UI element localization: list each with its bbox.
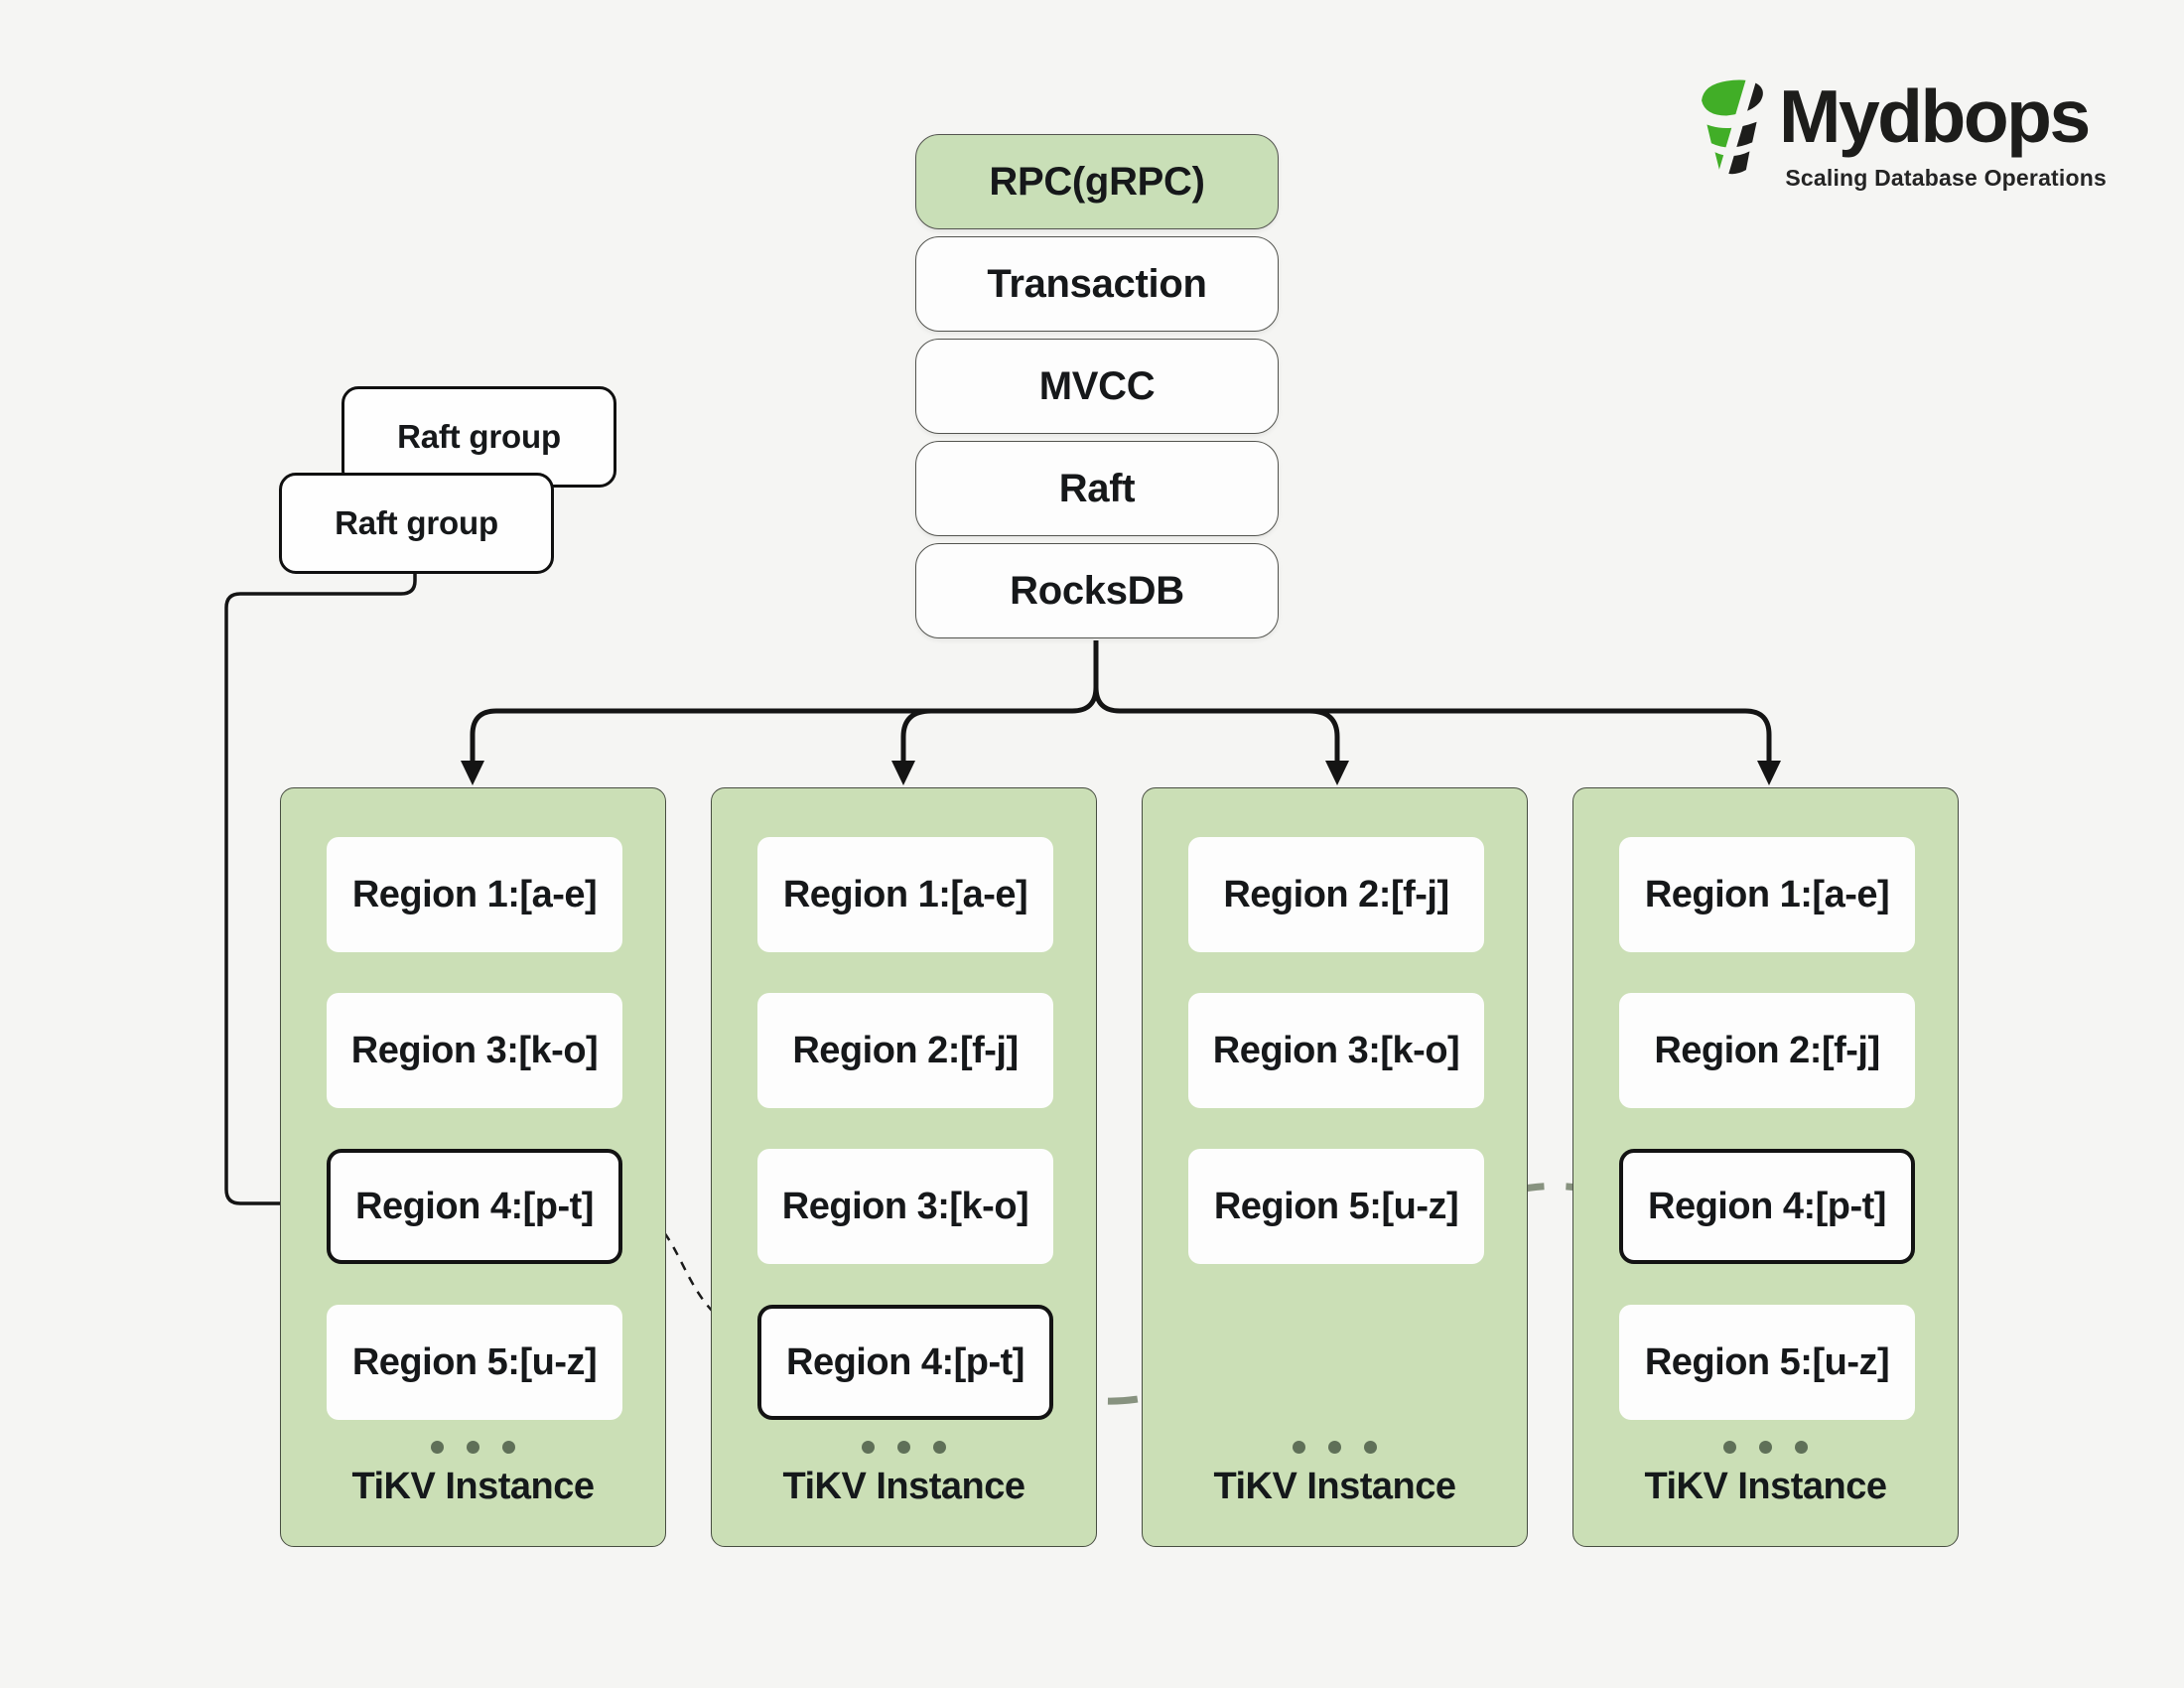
region-box: Region 1:[a-e] (327, 837, 622, 952)
raft-group-box-front: Raft group (279, 473, 554, 574)
region-box: Region 2:[f-j] (1188, 837, 1484, 952)
arrowhead-instance-3 (1325, 761, 1349, 785)
region-box: Region 2:[f-j] (1619, 993, 1915, 1108)
region-box: Region 1:[a-e] (757, 837, 1053, 952)
tikv-instance-3: Region 2:[f-j] Region 3:[k-o] Region 5:[… (1142, 787, 1528, 1547)
region-box: Region 3:[k-o] (327, 993, 622, 1108)
region-box: Region 5:[u-z] (1188, 1149, 1484, 1264)
bus-connector-right (1093, 640, 1772, 765)
tikv-instance-label: TiKV Instance (1213, 1466, 1456, 1507)
region-box: Region 3:[k-o] (757, 1149, 1053, 1264)
stack-box-raft: Raft (915, 441, 1279, 536)
region-box: Region 5:[u-z] (1619, 1305, 1915, 1420)
region-box-emphasized: Region 4:[p-t] (327, 1149, 622, 1264)
logo-brand-text: Mydbops (1779, 74, 2091, 158)
stack-box-rocksdb: RocksDB (915, 543, 1279, 638)
arrowhead-instance-2 (891, 761, 915, 785)
stack-box-transaction: Transaction (915, 236, 1279, 332)
region-box: Region 1:[a-e] (1619, 837, 1915, 952)
ellipsis-dots (1143, 1440, 1527, 1454)
tikv-instance-1: Region 1:[a-e] Region 3:[k-o] Region 4:[… (280, 787, 666, 1547)
region-box: Region 5:[u-z] (327, 1305, 622, 1420)
tikv-instance-2: Region 1:[a-e] Region 2:[f-j] Region 3:[… (711, 787, 1097, 1547)
region-box: Region 2:[f-j] (757, 993, 1053, 1108)
tikv-instance-4: Region 1:[a-e] Region 2:[f-j] Region 4:[… (1572, 787, 1959, 1547)
tikv-instance-label: TiKV Instance (351, 1466, 595, 1507)
region-box-emphasized: Region 4:[p-t] (1619, 1149, 1915, 1264)
mydbops-logo: Mydbops Scaling Database Operations (1688, 58, 2144, 216)
bus-drop-instance-2 (900, 708, 932, 765)
region-box-emphasized: Region 4:[p-t] (757, 1305, 1053, 1420)
ellipsis-dots (281, 1440, 665, 1454)
arrowhead-instance-4 (1757, 761, 1781, 785)
ellipsis-dots (712, 1440, 1096, 1454)
bus-connector-left (470, 640, 1099, 765)
region-box: Region 3:[k-o] (1188, 993, 1484, 1108)
stack-box-rpc: RPC(gRPC) (915, 134, 1279, 229)
tikv-instance-label: TiKV Instance (1644, 1466, 1887, 1507)
tikv-instance-label: TiKV Instance (782, 1466, 1025, 1507)
bus-drop-instance-3 (1308, 708, 1340, 765)
logo-tagline-text: Scaling Database Operations (1785, 165, 2107, 191)
raft-group-box-back: Raft group (341, 386, 616, 488)
stack-box-mvcc: MVCC (915, 339, 1279, 434)
database-cylinder-icon (1702, 79, 1763, 175)
ellipsis-dots (1573, 1440, 1958, 1454)
arrowhead-instance-1 (461, 761, 484, 785)
